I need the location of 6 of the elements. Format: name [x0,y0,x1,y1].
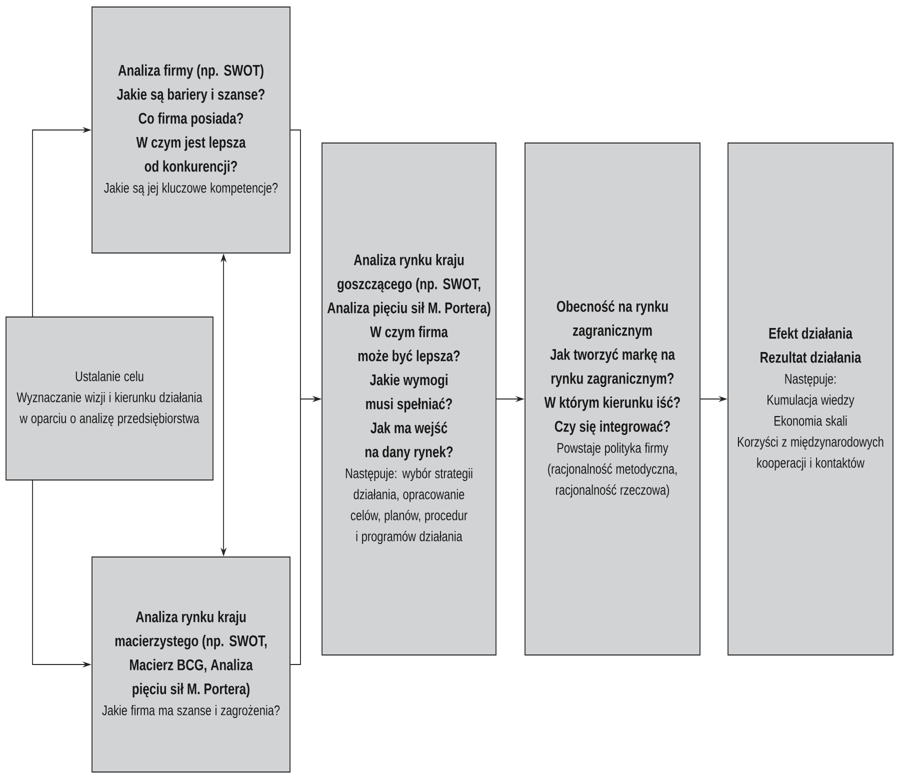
process-box: Analiza firmy (np. SWOT) Jakie są bariery i szanse? Co firma posiada? W czym jest lepsza od konkurencji? Jakie są jej kluczowe kompetencje? [92,6,290,254]
process-box: Obecność na rynku zagranicznym Jak tworzyć markę na rynku zagranicznym? W którym kierunku iść? Czy się integrować? Powstaje polityka firmy (racjonalność metodyczna, racjonalność rzeczowa) [524,142,700,656]
process-box: Ustalanie celu Wyznaczanie wizji i kierunku działania w oparciu o analizę przedsiębiorstwa [6,316,214,480]
process-box: Analiza rynku kraju macierzystego (np. SWOT, Macierz BCG, Analiza pięciu sił M. Portera) Jakie firma ma szanse i zagrożenia? [92,556,290,772]
process-box: Analiza rynku kraju goszczącego (np. SWOT, Analiza pięciu sił M. Portera) W czym firma może być lepsza? Jakie wymogi musi spełniać? Jak ma wejść na dany rynek? Następuje: wybór strategii działania, opracowanie celów, planów, procedur i programów działania [322,142,496,656]
process-box: Efekt działania Rezultat działania Następuje: Kumulacja wiedzy Ekonomia skali Korzyści z międzynarodowych kooperacji i kontaktów [728,142,894,656]
